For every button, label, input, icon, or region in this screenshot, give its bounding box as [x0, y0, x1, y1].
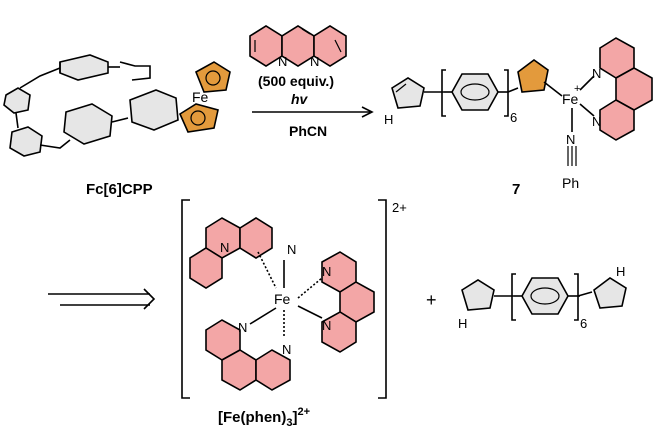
phen-ring-7-bot — [599, 99, 635, 141]
reagent-light: hv — [291, 91, 309, 107]
phen-b-ring3 — [321, 311, 357, 353]
compound-label-7: 7 — [512, 181, 520, 198]
cp-ring-lower-circle — [190, 110, 206, 126]
cpp-ring-lower-center — [63, 103, 113, 145]
plus-sign: + — [426, 290, 437, 310]
reagent-equiv: (500 equiv.) — [258, 73, 334, 89]
complex-n-2: N — [287, 242, 296, 257]
benzene-product — [521, 277, 569, 315]
phen-c-ring3 — [255, 349, 291, 391]
n-label-7-bot: N — [592, 114, 601, 129]
phen-reagent — [249, 25, 347, 67]
phen-a-ring2 — [239, 217, 273, 259]
complex-charge: 2+ — [392, 200, 407, 215]
phen-n-right: N — [310, 54, 319, 69]
phen-n-left: N — [278, 54, 287, 69]
cpp-ring-top-right — [119, 61, 151, 81]
cpp-bond — [19, 67, 61, 89]
complex-fe: Fe — [274, 291, 291, 307]
cp-ring-lower — [178, 103, 219, 133]
cpp-ring-top — [59, 54, 109, 81]
reaction-arrow-1-head — [361, 106, 374, 118]
cp-ring-upper-circle — [205, 70, 221, 86]
fc6cpp-structure — [3, 54, 231, 157]
fe-charge-7: + — [574, 83, 580, 95]
n-label-nitrile: N — [566, 132, 575, 147]
complex-label-sub: 3 — [286, 417, 292, 429]
fe-label-start: Fe — [192, 89, 209, 105]
cp-ring-upper — [194, 61, 231, 93]
bracket-left-product — [511, 273, 516, 321]
benzene-7 — [451, 73, 499, 111]
complex-label-sup: 2+ — [297, 406, 310, 418]
complex-label-main: [Fe(phen) — [218, 409, 286, 426]
phen-a-ring3 — [189, 247, 223, 289]
complex-label-close: ] — [292, 409, 297, 426]
complex-n-6: N — [282, 342, 291, 357]
h-label-7: H — [384, 112, 393, 127]
subscript-6-product: 6 — [580, 316, 587, 331]
cpp-ring-lower-left — [9, 126, 43, 157]
cpp-bond — [39, 139, 71, 149]
bracket-right-product — [574, 273, 579, 321]
bis-cpd-product — [461, 273, 627, 321]
reagent-solvent: PhCN — [289, 123, 327, 139]
reaction-arrow-2-head — [143, 288, 156, 310]
complex-n-1: N — [220, 240, 229, 255]
cpd-ring-left — [391, 77, 425, 109]
fe-label-7: Fe — [562, 91, 579, 107]
n-label-7-top: N — [592, 66, 601, 81]
fe-phen3-structure — [181, 199, 387, 399]
cpp-bond — [111, 117, 129, 123]
bracket-right-complex — [378, 199, 387, 399]
complex-n-3: N — [322, 264, 331, 279]
complex-n-5: N — [238, 320, 247, 335]
intermediate-7-structure — [391, 37, 653, 166]
cpp-ring-left — [3, 87, 31, 114]
h-label-product-left: H — [458, 316, 467, 331]
cpd-ring-right-product — [593, 277, 627, 309]
h-label-product-right: H — [616, 264, 625, 279]
phen-ring-right — [313, 25, 347, 67]
compound-label-fc6cpp: Fc[6]CPP — [86, 181, 153, 198]
complex-n-4: N — [322, 318, 331, 333]
cpd-ring-left-product — [461, 279, 495, 311]
ph-label: Ph — [562, 175, 579, 191]
bracket-right-7 — [504, 69, 509, 117]
cpp-bond — [15, 112, 19, 129]
complex-label: [Fe(phen)3]2+ — [218, 406, 310, 429]
bracket-left-7 — [441, 69, 446, 117]
cpp-ring-right — [129, 89, 179, 131]
bracket-left-complex — [181, 199, 190, 399]
subscript-6-7: 6 — [510, 110, 517, 125]
cp-ring-7 — [517, 59, 549, 93]
